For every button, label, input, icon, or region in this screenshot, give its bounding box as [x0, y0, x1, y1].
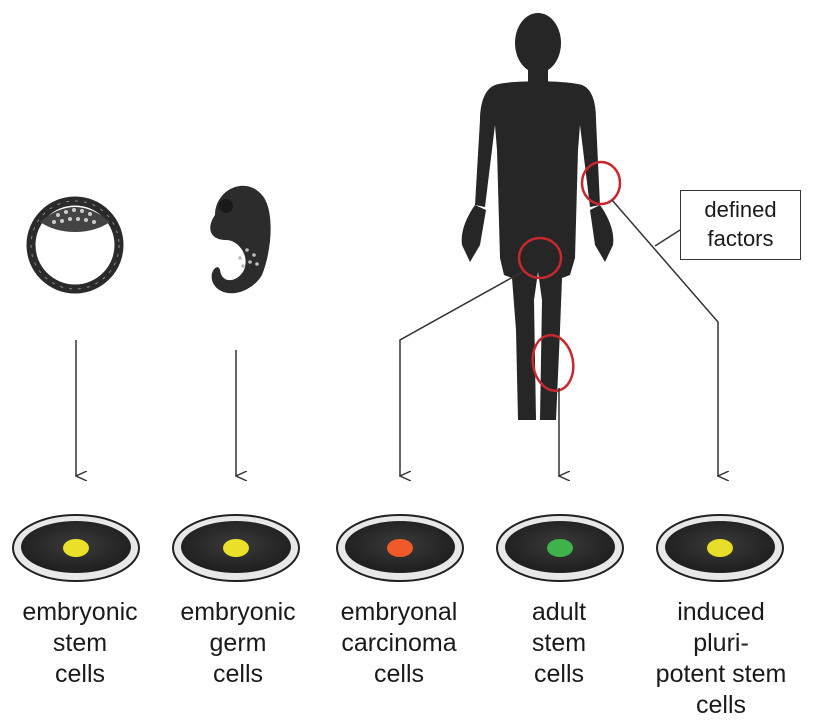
- petri-dish-adult-body-reprogrammed: [657, 515, 783, 581]
- petri-dishes: [13, 515, 783, 581]
- cell-colony-adult-body-carcinoma: [387, 539, 413, 557]
- human-body-silhouette: [462, 13, 614, 420]
- stem-cell-sources-diagram: [0, 0, 813, 696]
- cell-colony-fetus: [223, 539, 249, 557]
- label-adult-stem-cells: adult stem cells: [484, 597, 634, 690]
- arrow-groin-to-carcinoma-dish: [400, 272, 522, 476]
- cell-colony-blastocyst: [63, 539, 89, 557]
- cell-colony-adult-body-reprogrammed: [707, 539, 733, 557]
- fetus-icon: [210, 186, 270, 294]
- petri-dish-fetus: [173, 515, 299, 581]
- label-embryonal-carcinoma-cells: embryonal carcinoma cells: [324, 597, 474, 690]
- defined-factors-box: defined factors: [680, 190, 801, 260]
- cell-colony-adult-body-tissue: [547, 539, 573, 557]
- petri-dish-blastocyst: [13, 515, 139, 581]
- label-induced-pluripotent-stem-cells: induced pluri- potent stem cells: [646, 597, 796, 721]
- blastocyst-icon: [31, 201, 119, 289]
- petri-dish-adult-body-carcinoma: [337, 515, 463, 581]
- label-embryonic-germ-cells: embryonic germ cells: [163, 597, 313, 690]
- factor-connector-line: [655, 230, 680, 246]
- petri-dish-adult-body-tissue: [497, 515, 623, 581]
- label-embryonic-stem-cells: embryonic stem cells: [5, 597, 155, 690]
